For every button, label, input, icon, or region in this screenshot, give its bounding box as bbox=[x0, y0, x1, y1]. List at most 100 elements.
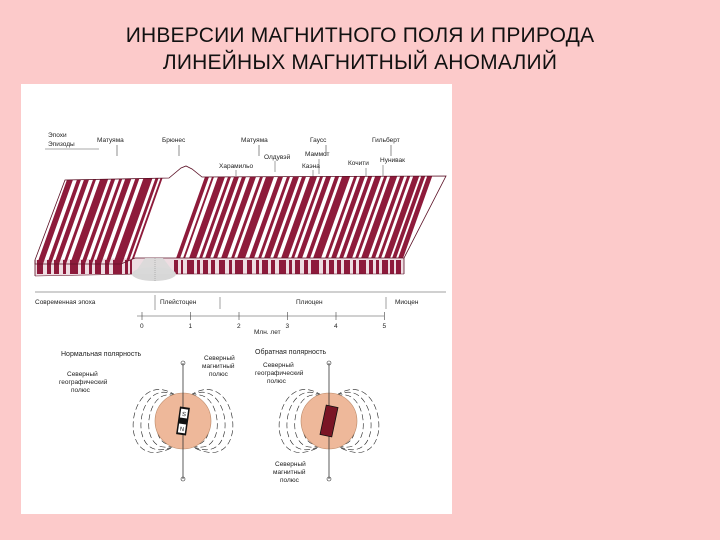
stripe bbox=[344, 174, 382, 264]
scale-tick-label: 4 bbox=[334, 323, 338, 330]
stripe-front bbox=[70, 260, 78, 274]
stripe bbox=[89, 174, 124, 264]
normal-mag-3: полюс bbox=[209, 371, 229, 378]
normal-mag-1: Северный bbox=[204, 354, 235, 362]
label-matuyama-1: Матуяма bbox=[97, 137, 124, 144]
stripe bbox=[181, 174, 215, 264]
episodes-label: Эпизоды bbox=[48, 141, 75, 148]
normal-geo-3: полюс bbox=[71, 387, 91, 394]
era-pleistocene: Плейстоцен bbox=[160, 298, 197, 306]
stripe bbox=[295, 174, 332, 264]
stripe-front bbox=[47, 260, 51, 274]
stripe-front bbox=[229, 260, 232, 274]
stripe bbox=[229, 174, 264, 264]
stripe bbox=[382, 174, 420, 264]
reverse-geo-3: полюс bbox=[267, 378, 287, 385]
era-miocene: Миоцен bbox=[395, 299, 419, 306]
stripe-front bbox=[187, 260, 194, 274]
scale-tick-label: 0 bbox=[140, 323, 144, 330]
stripe bbox=[130, 174, 164, 264]
reverse-mag-3: полюс bbox=[280, 477, 300, 484]
stripe-front bbox=[181, 260, 183, 274]
stripe bbox=[70, 174, 110, 264]
stripe-front bbox=[359, 260, 366, 274]
stripe bbox=[187, 174, 226, 264]
magnetic-stripes bbox=[35, 166, 446, 264]
stripe bbox=[289, 174, 324, 264]
scale-tick-label: 5 bbox=[383, 323, 387, 330]
scale-tick-label: 3 bbox=[286, 323, 290, 330]
stripe-front bbox=[54, 260, 59, 274]
stripe bbox=[279, 174, 318, 264]
stripe bbox=[219, 174, 257, 264]
stripe-front bbox=[271, 260, 275, 274]
stripe bbox=[337, 174, 373, 264]
stripe bbox=[95, 174, 133, 264]
epochs-label: Эпохи bbox=[48, 132, 67, 139]
stripe bbox=[396, 174, 433, 264]
reverse-mag-2: магнитный bbox=[273, 468, 306, 476]
label-cochiti: Кочити bbox=[348, 160, 369, 167]
stripe bbox=[81, 174, 117, 264]
stripe-front bbox=[382, 260, 388, 274]
stripe-front bbox=[329, 260, 334, 274]
field-line bbox=[328, 389, 380, 453]
field-line bbox=[294, 394, 330, 448]
stripe-front bbox=[89, 260, 92, 274]
stripe bbox=[247, 174, 284, 264]
label-gauss: Гаусс bbox=[310, 137, 327, 144]
stripe-front bbox=[304, 260, 308, 274]
stripe bbox=[390, 174, 426, 264]
stripe-front bbox=[295, 260, 300, 274]
stripe-front bbox=[247, 260, 252, 274]
label-jaramillo: Харамильо bbox=[219, 163, 253, 170]
stripe-front bbox=[197, 260, 200, 274]
stripe-front bbox=[369, 260, 373, 274]
label-olduvai: Олдувэй bbox=[264, 153, 291, 161]
label-gilbert: Гильберт bbox=[372, 136, 400, 144]
stripe bbox=[323, 174, 358, 264]
stripe-front bbox=[235, 260, 243, 274]
normal-geo-1: Северный bbox=[67, 370, 98, 378]
field-line bbox=[182, 394, 218, 448]
stripe-front bbox=[256, 260, 259, 274]
stripe bbox=[311, 174, 351, 264]
field-line bbox=[328, 394, 364, 448]
stripe-front bbox=[105, 260, 109, 274]
stripe-front bbox=[125, 260, 128, 274]
stripe-front bbox=[37, 260, 43, 274]
stripe-front bbox=[95, 260, 101, 274]
stripe bbox=[47, 174, 83, 264]
stripe-front bbox=[219, 260, 225, 274]
field-line bbox=[286, 392, 330, 450]
stripe-front bbox=[344, 260, 350, 274]
field-line bbox=[132, 389, 184, 453]
stripe-front bbox=[353, 260, 356, 274]
stripe bbox=[54, 174, 91, 264]
stripe-front bbox=[203, 260, 208, 274]
scale-unit: Млн. лет bbox=[254, 329, 281, 336]
era-present: Современная эпоха bbox=[35, 299, 96, 306]
stripe bbox=[113, 174, 154, 264]
stripe bbox=[359, 174, 398, 264]
stripe-front bbox=[311, 260, 319, 274]
stripe bbox=[271, 174, 307, 264]
stripe bbox=[174, 174, 210, 264]
stripe bbox=[211, 174, 247, 264]
stripe-front bbox=[81, 260, 85, 274]
label-nunivak: Нунивак bbox=[380, 157, 405, 164]
title-line-1: ИНВЕРСИИ МАГНИТНОГО ПОЛЯ И ПРИРОДА bbox=[125, 24, 595, 47]
scale-tick-label: 2 bbox=[237, 323, 241, 330]
stripe-front bbox=[130, 260, 132, 274]
normal-n-letter: N bbox=[179, 427, 184, 434]
label-kaena: Каэна bbox=[302, 163, 320, 170]
field-line bbox=[182, 389, 234, 453]
normal-mag-2: магнитный bbox=[202, 362, 235, 370]
stripe-front bbox=[262, 260, 268, 274]
reverse-geo-1: Северный bbox=[263, 361, 294, 369]
field-line bbox=[328, 392, 372, 450]
stripe-front bbox=[279, 260, 286, 274]
reversal-diagram: Эпохи Эпизоды Матуяма Брюнес Матуяма Гау… bbox=[21, 84, 452, 514]
stripe bbox=[37, 174, 75, 264]
